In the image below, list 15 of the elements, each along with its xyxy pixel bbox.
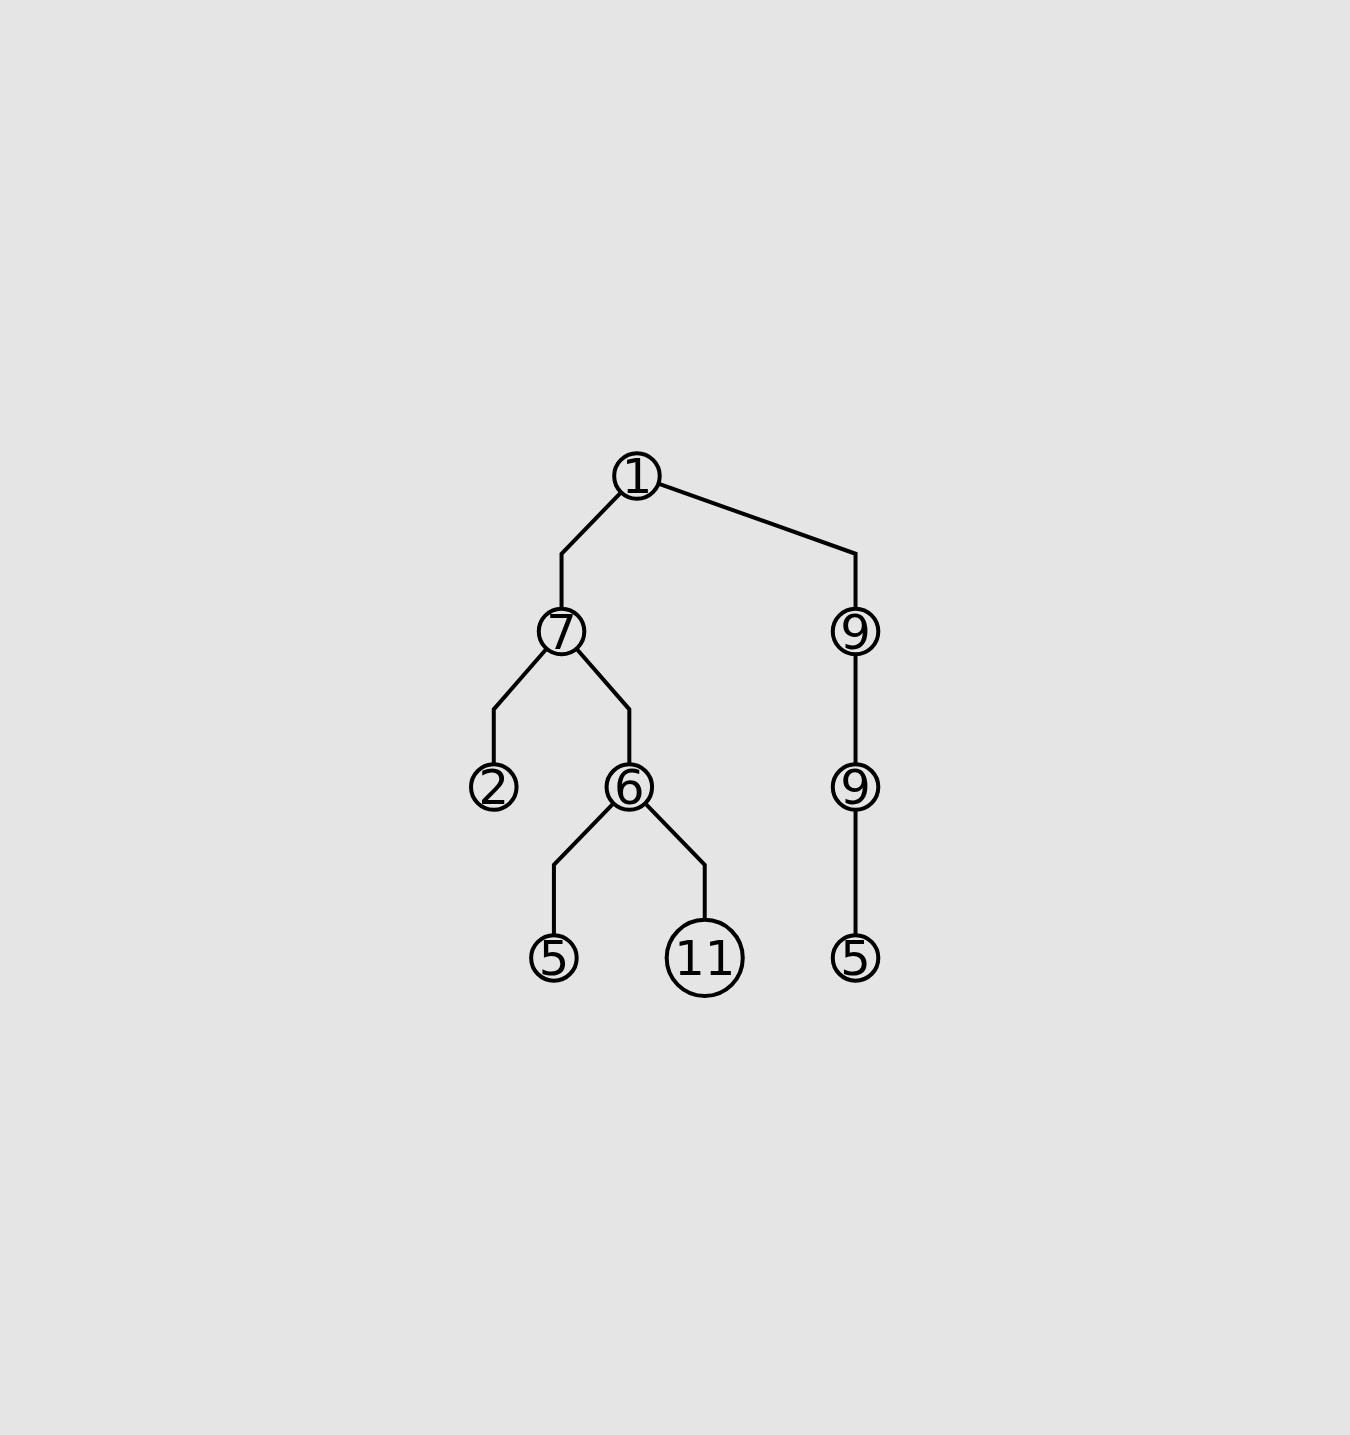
connector [552,801,616,935]
connector [644,801,708,920]
node-circle: 5 [529,932,580,983]
node-circle: 11 [665,917,746,998]
connector [853,809,858,935]
node-circle: 9 [831,606,881,656]
node-circle: 5 [831,932,881,983]
connector [559,490,623,609]
node-circle: 7 [537,606,587,656]
node-circle: 2 [469,761,519,812]
node-circle: 6 [604,761,655,812]
connector [658,481,858,609]
node-circle: 1 [612,450,663,501]
connector [853,653,858,764]
node-circle: 9 [831,761,881,812]
